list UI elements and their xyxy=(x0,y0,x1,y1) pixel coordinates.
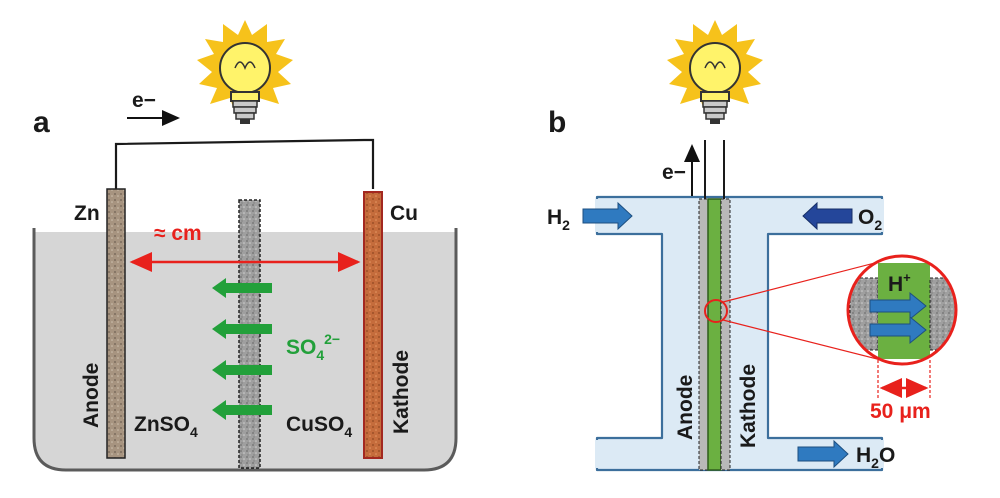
anode-label-b: Anode xyxy=(674,375,697,440)
hydrogen-label: H2 xyxy=(547,206,570,233)
ion-flow-arrows xyxy=(212,278,272,420)
proton-arrow xyxy=(869,315,927,345)
zoom-line xyxy=(722,256,899,303)
electron-label-b: e− xyxy=(662,161,686,184)
water-label: H2O xyxy=(856,444,895,471)
ion-arrow xyxy=(212,278,272,298)
anode-metal-label: Zn xyxy=(74,202,100,225)
sulfate-ion-label: SO42− xyxy=(286,331,340,363)
beaker xyxy=(32,228,458,472)
hydrogen-inflow-arrow xyxy=(582,201,633,231)
zoom-line xyxy=(722,319,894,364)
thickness-label: 50 μm xyxy=(870,400,931,423)
ion-arrow xyxy=(212,360,272,380)
cathode-layer xyxy=(720,198,731,471)
light-bulb-icon xyxy=(667,20,763,124)
proton-membrane xyxy=(707,198,722,471)
panel-b-label: b xyxy=(548,106,566,139)
copper-sulfate-label: CuSO4 xyxy=(286,413,352,440)
zoom-circle xyxy=(846,254,958,366)
distance-label: ≈ cm xyxy=(154,222,202,245)
proton-arrow xyxy=(869,291,927,321)
oxygen-label: O2 xyxy=(858,206,882,233)
light-bulb-icon xyxy=(197,20,293,124)
copper-cathode xyxy=(363,191,383,459)
water-outflow-arrow xyxy=(797,439,849,469)
oxygen-inflow-arrow xyxy=(802,201,853,231)
panel-a-label: a xyxy=(33,106,50,139)
anode-label-a: Anode xyxy=(80,363,103,428)
zoom-inset: H+ xyxy=(846,254,958,366)
zinc-anode xyxy=(106,188,126,459)
cathode-metal-label: Cu xyxy=(390,202,418,225)
electron-label-a: e− xyxy=(132,89,156,112)
ion-arrow xyxy=(212,319,272,339)
external-wire xyxy=(114,138,375,189)
anode-layer xyxy=(698,198,709,471)
proton-label: H+ xyxy=(888,270,911,296)
cathode-label-b: Kathode xyxy=(737,364,760,448)
zoom-source-circle xyxy=(704,299,728,323)
ion-arrow xyxy=(212,400,272,420)
cathode-label-a: Kathode xyxy=(390,350,413,434)
gas-channel xyxy=(595,195,884,472)
zinc-sulfate-label: ZnSO4 xyxy=(134,413,198,440)
